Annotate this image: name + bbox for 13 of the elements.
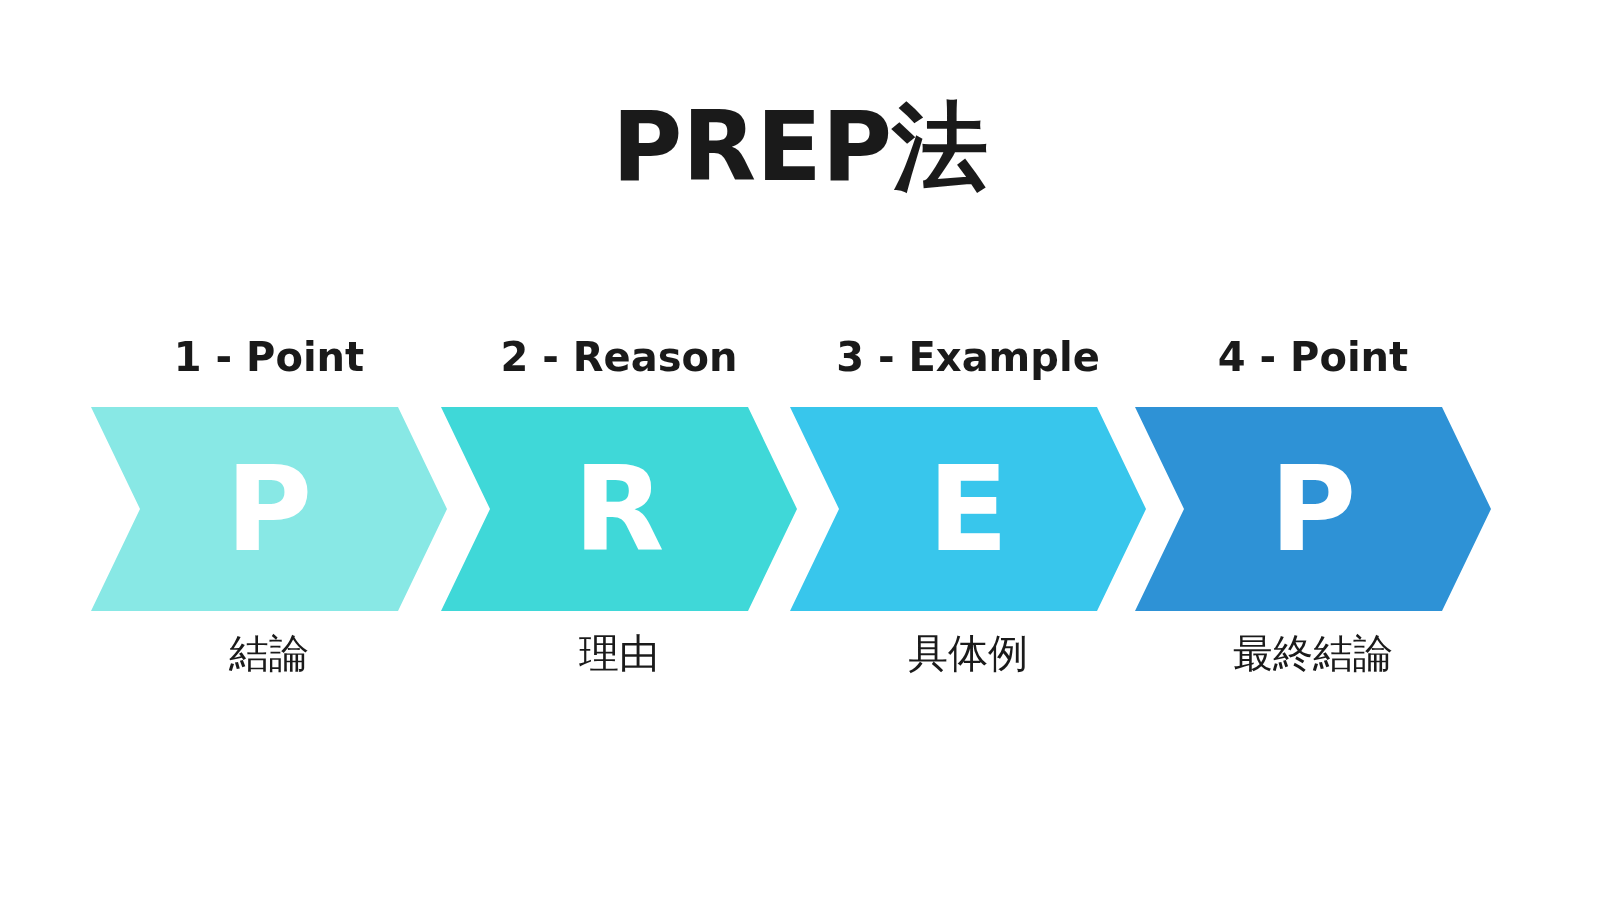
step-heading: 3 - Example [836, 333, 1100, 381]
step-heading: 2 - Reason [500, 333, 738, 381]
step-caption: 理由 [579, 629, 659, 677]
step-heading: 4 - Point [1217, 333, 1409, 381]
step-letter: P [1269, 450, 1357, 568]
step-letter: P [225, 450, 313, 568]
step-letter: R [573, 450, 665, 568]
step-caption: 最終結論 [1233, 629, 1393, 677]
step-caption: 結論 [229, 629, 309, 677]
step-caption: 具体例 [908, 629, 1028, 677]
title: PREP法 [611, 95, 989, 201]
step-letter: E [927, 450, 1009, 568]
step-heading: 1 - Point [173, 333, 365, 381]
